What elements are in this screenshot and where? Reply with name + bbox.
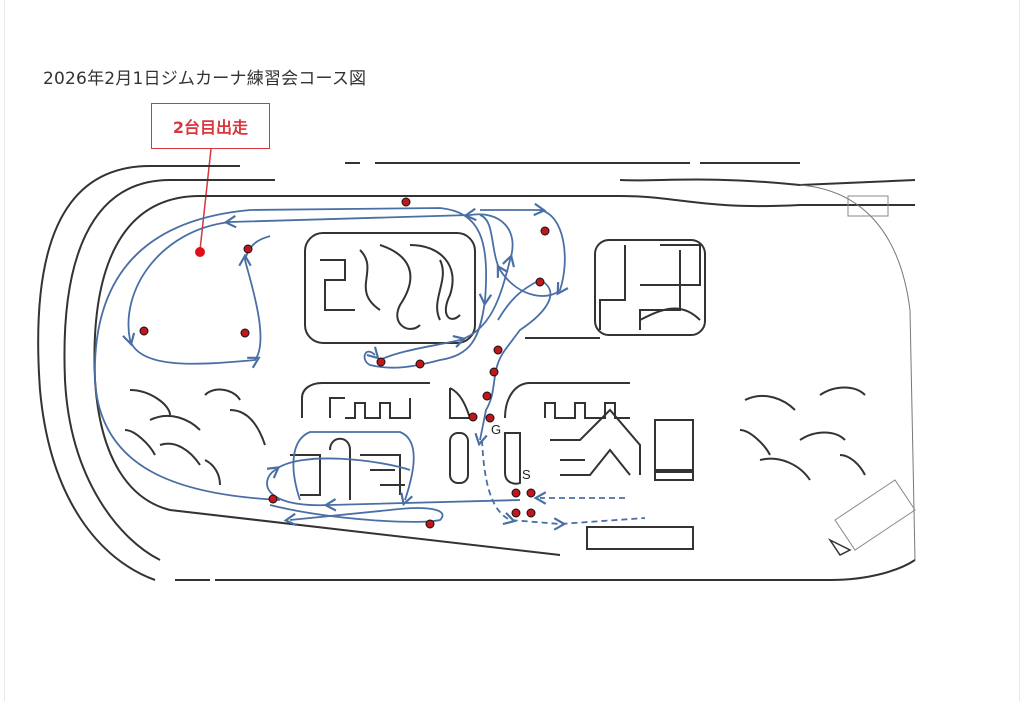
track-outline [37,162,916,581]
cone [425,519,435,529]
cone [139,326,149,336]
cone [468,412,478,422]
page-title: 2026年2月1日ジムカーナ練習会コース図 [43,69,367,89]
callout-leader-line [199,148,212,251]
cone [493,345,503,355]
goal-label: G [491,422,501,437]
course-obstacles [124,195,916,556]
cone [526,508,536,518]
cone [485,413,495,423]
cone [511,488,521,498]
cone [489,367,499,377]
cone [540,226,550,236]
cone [482,391,492,401]
start-label: S [522,467,531,482]
second-car-start-point [195,247,205,257]
cone [511,508,521,518]
course-route [94,202,646,531]
cone [415,359,425,369]
page-frame [4,0,1020,701]
second-car-start-callout: 2台目出走 [151,103,270,149]
cone [243,244,253,254]
cone [526,488,536,498]
cone [240,328,250,338]
cone [376,357,386,367]
cone [535,277,545,287]
cone [268,494,278,504]
cone [401,197,411,207]
cones [139,197,550,529]
